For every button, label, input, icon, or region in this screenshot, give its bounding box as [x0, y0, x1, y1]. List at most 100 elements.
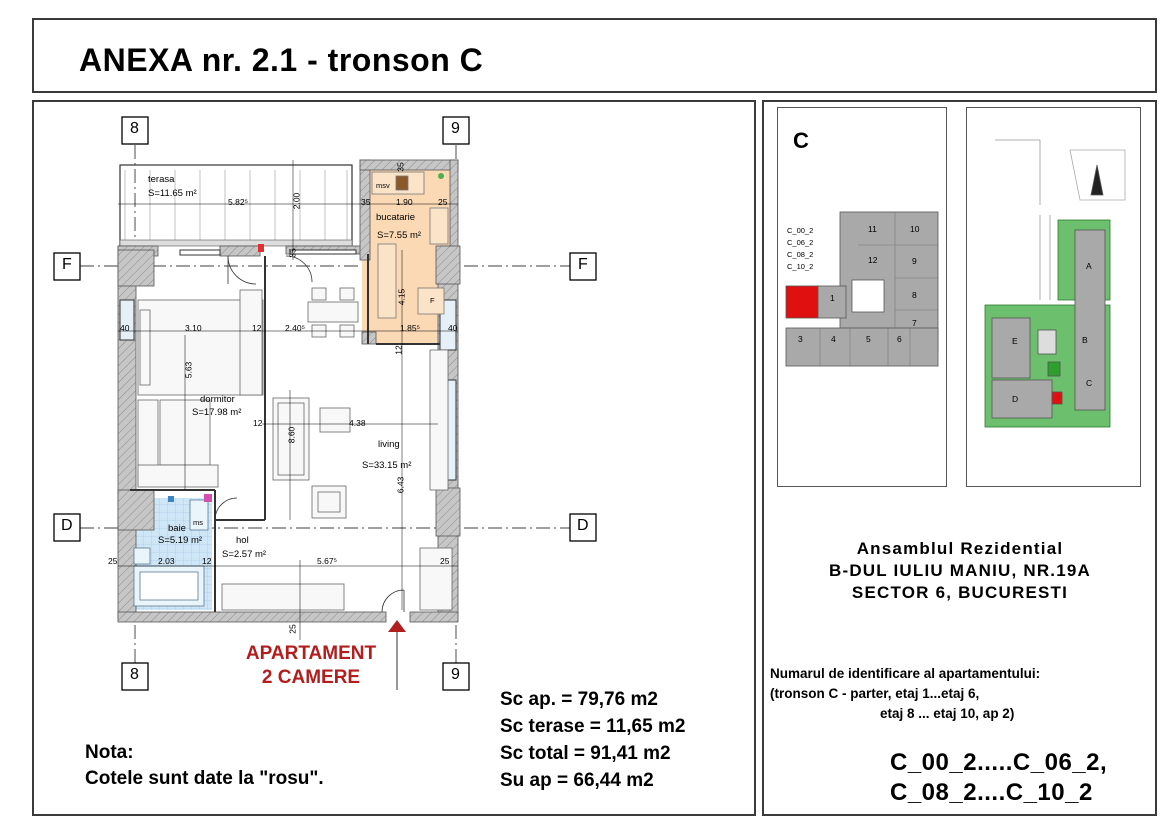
identification-text: Numarul de identificare al apartamentulu… [770, 664, 1040, 724]
label-bath-machine: ms [193, 518, 203, 527]
note: Nota: Cotele sunt date la "rosu". [85, 740, 324, 792]
dim-kitchen-width: 1.90 [396, 197, 413, 207]
key-unit-6: 6 [897, 334, 902, 344]
room-name-bucatarie: bucatarie [376, 212, 416, 223]
dimension-lines [118, 160, 458, 640]
dim-25-bath: 25 [108, 556, 118, 566]
room-area-dormitor: S=17.98 m² [192, 407, 242, 418]
dim-terrace-width: 5.82⁵ [228, 197, 249, 207]
dim-kitchen-depth: 1.85⁵ [400, 323, 421, 333]
key-unit-12: 12 [868, 255, 878, 265]
title-frame: ANEXA nr. 2.1 - tronson C [32, 18, 1157, 93]
label-fridge: F [430, 296, 435, 305]
room-name-hol: hol [236, 535, 249, 546]
dim-35-mid: 35 [287, 248, 298, 258]
key-plan-drawing [785, 211, 939, 367]
room-area-baie: S=5.19 m² [158, 535, 203, 546]
living-furniture [272, 287, 453, 611]
dim-25-kitchen: 25 [438, 197, 448, 207]
room-name-terasa: terasa [148, 174, 175, 185]
key-unit-9: 9 [912, 256, 917, 266]
bedroom-furniture [137, 289, 264, 488]
axis-label-8-top: 8 [130, 120, 139, 137]
codes-line1: C_00_2.....C_06_2, [890, 749, 1108, 776]
axis-label-D-right: D [577, 517, 589, 534]
dim-12-wall: 12 [252, 323, 262, 333]
dim-terrace-depth: 2.00 [291, 192, 302, 210]
dim-40-left: 40 [120, 323, 130, 333]
apartment-codes: C_00_2.....C_06_2, C_08_2....C_10_2 [890, 748, 1107, 808]
apartment-label-line2: 2 CAMERE [261, 667, 361, 688]
partitions [130, 254, 450, 612]
door-swings [214, 255, 405, 613]
key-unit-11: 11 [868, 224, 877, 234]
site-plan-drawing [984, 139, 1126, 428]
dim-12-living: 12 [253, 418, 263, 428]
key-unit-3: 3 [798, 334, 803, 344]
identification-line1: Numarul de identificare al apartamentulu… [770, 666, 1041, 681]
key-code-2: C_06_2 [787, 238, 814, 247]
apartment-label: APARTAMENT 2 CAMERE [232, 642, 390, 690]
room-area-living: S=33.15 m² [362, 460, 412, 471]
dim-bedroom-width: 3.10 [185, 323, 202, 333]
hall-wardrobe [221, 583, 345, 611]
room-name-living: living [378, 439, 400, 450]
dim-35-left: 35 [361, 197, 371, 207]
dim-25-bottom: 25 [287, 624, 298, 634]
room-name-dormitor: dormitor [200, 394, 235, 405]
key-unit-1: 1 [830, 293, 835, 303]
apartment-label-line1: APARTAMENT [245, 643, 377, 664]
site-block-E: E [1012, 336, 1018, 346]
dim-living-height: 6.43 [395, 476, 406, 494]
site-block-A: A [1086, 261, 1092, 271]
key-unit-7: 7 [912, 318, 917, 328]
identification-line3: etaj 8 ... etaj 10, ap 2) [880, 706, 1015, 721]
area-sc-ap: Sc ap. = 79,76 m2 [500, 689, 658, 710]
key-unit-8: 8 [912, 290, 917, 300]
kitchen-fixtures [371, 171, 449, 319]
area-sc-terase: Sc terase = 11,65 m2 [500, 716, 686, 737]
area-summary: Sc ap. = 79,76 m2 Sc terase = 11,65 m2 S… [500, 686, 685, 794]
address-line1: Ansamblul Rezidential [856, 539, 1064, 558]
area-sc-total: Sc total = 91,41 m2 [500, 743, 671, 764]
axis-label-F-right: F [578, 256, 588, 273]
dim-kitchen-length: 4.15 [396, 288, 407, 306]
axis-label-9-top: 9 [451, 120, 460, 137]
key-plan-letter: C [793, 128, 809, 153]
key-unit-5: 5 [866, 334, 871, 344]
room-name-baie: baie [168, 523, 186, 534]
dim-35-top: 35 [395, 162, 406, 172]
key-unit-4: 4 [831, 334, 836, 344]
entrance-arrow-icon [388, 620, 406, 690]
dim-bath-width: 2.03 [158, 556, 175, 566]
grid-label-boxes [53, 116, 597, 691]
key-code-3: C_08_2 [787, 250, 814, 259]
site-block-D: D [1012, 394, 1019, 404]
note-title: Nota: [85, 742, 134, 763]
key-code-1: C_00_2 [787, 226, 814, 235]
address-line3: SECTOR 6, BUCURESTI [851, 583, 1069, 602]
room-area-bucatarie: S=7.55 m² [377, 230, 422, 241]
room-area-terasa: S=11.65 m² [148, 188, 197, 199]
dim-hall-width: 5.67⁵ [317, 556, 338, 566]
room-area-hol: S=2.57 m² [222, 549, 267, 560]
area-su-ap: Su ap = 66,44 m2 [500, 770, 654, 791]
axis-label-F-left: F [62, 256, 72, 273]
project-address: Ansamblul Rezidential B-DUL IULIU MANIU,… [770, 538, 1150, 604]
dim-living-length: 8.60 [286, 426, 297, 444]
dim-12-bath: 12 [202, 556, 212, 566]
dim-12-kitchen: 12 [393, 345, 404, 355]
site-block-B: B [1082, 335, 1088, 345]
dim-25-right: 25 [440, 556, 450, 566]
dim-living-width: 2.40⁵ [285, 323, 306, 333]
key-code-4: C_10_2 [787, 262, 814, 271]
axis-label-D-left: D [61, 517, 73, 534]
site-block-C: C [1086, 378, 1093, 388]
bath-fixtures [133, 494, 212, 607]
axis-label-8-bottom: 8 [130, 666, 139, 683]
identification-line2: (tronson C - parter, etaj 1...etaj 6, [770, 686, 980, 701]
dim-bedroom-length: 5.63 [183, 361, 194, 379]
axis-label-9-bottom: 9 [451, 666, 460, 683]
key-unit-10: 10 [910, 224, 920, 234]
